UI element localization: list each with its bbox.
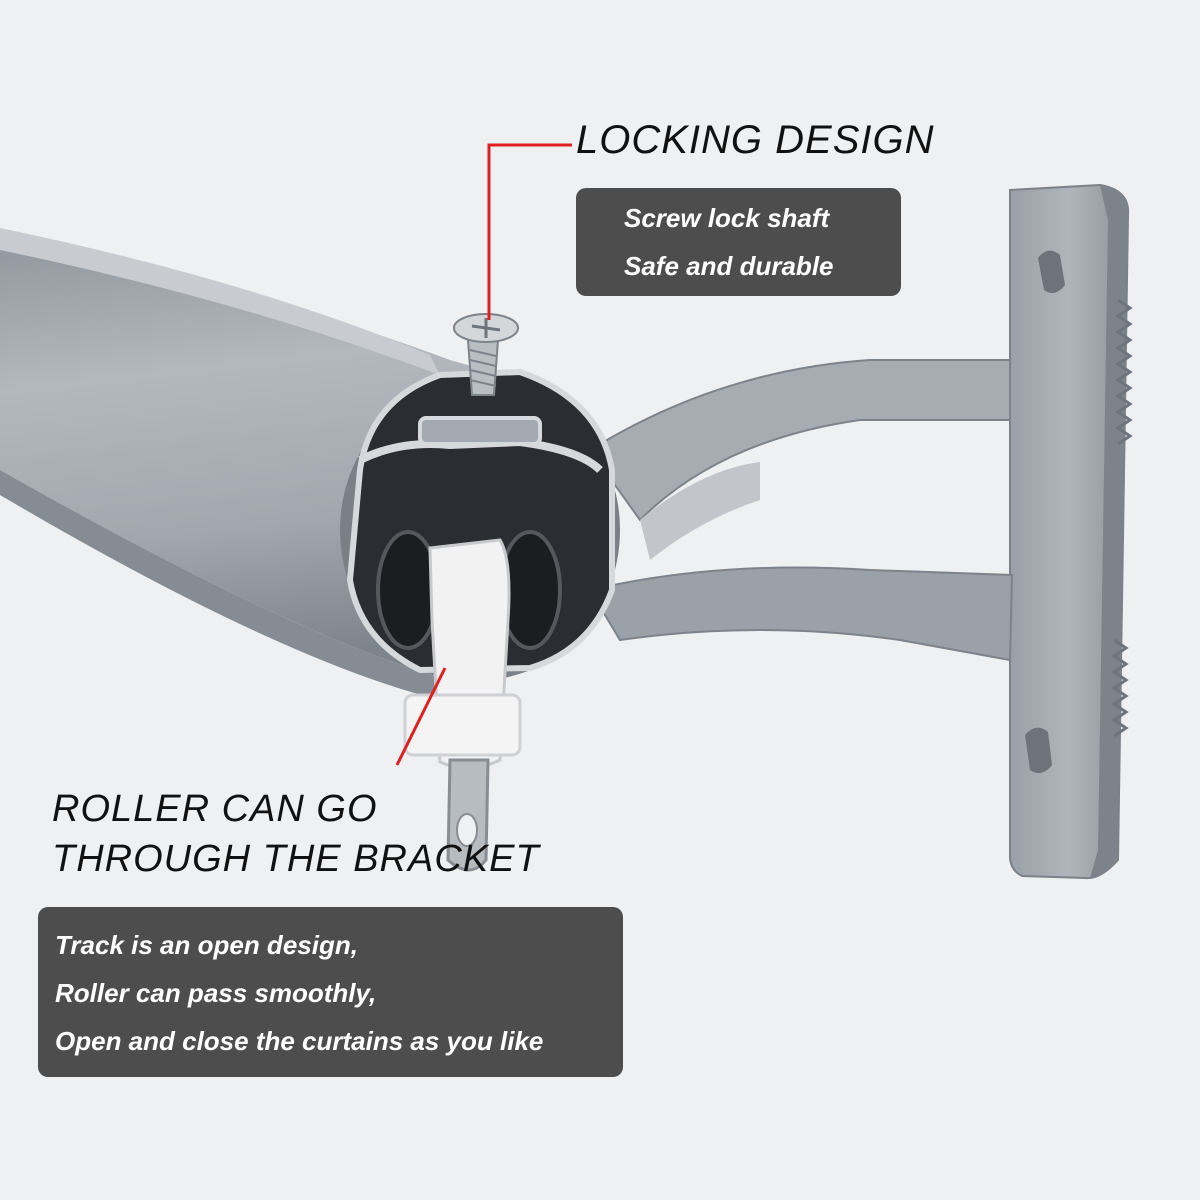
- roller-title: ROLLER CAN GO THROUGH THE BRACKET: [52, 784, 540, 884]
- roller-callout: Track is an open design, Roller can pass…: [38, 907, 623, 1077]
- locking-design-title: LOCKING DESIGN: [576, 118, 935, 162]
- locking-design-callout: Screw lock shaft Safe and durable: [576, 188, 901, 296]
- mounting-hole-bottom: [1025, 727, 1052, 774]
- leader-line-locking: [487, 143, 572, 320]
- locking-line: Safe and durable: [624, 251, 834, 281]
- locking-screw: [453, 313, 519, 396]
- roller-line: Roller can pass smoothly,: [55, 978, 377, 1008]
- roller-title-line: THROUGH THE BRACKET: [52, 838, 540, 880]
- wall-bracket: [1009, 183, 1133, 880]
- mounting-hole-top: [1038, 250, 1065, 294]
- roller-line: Open and close the curtains as you like: [55, 1026, 544, 1056]
- bracket-arms: [588, 359, 1014, 662]
- roller-line: Track is an open design,: [55, 930, 358, 960]
- locking-line: Screw lock shaft: [624, 203, 830, 233]
- roller-title-line: ROLLER CAN GO: [52, 788, 378, 830]
- roller-glider: [376, 530, 562, 872]
- leader-line-roller: [395, 667, 447, 766]
